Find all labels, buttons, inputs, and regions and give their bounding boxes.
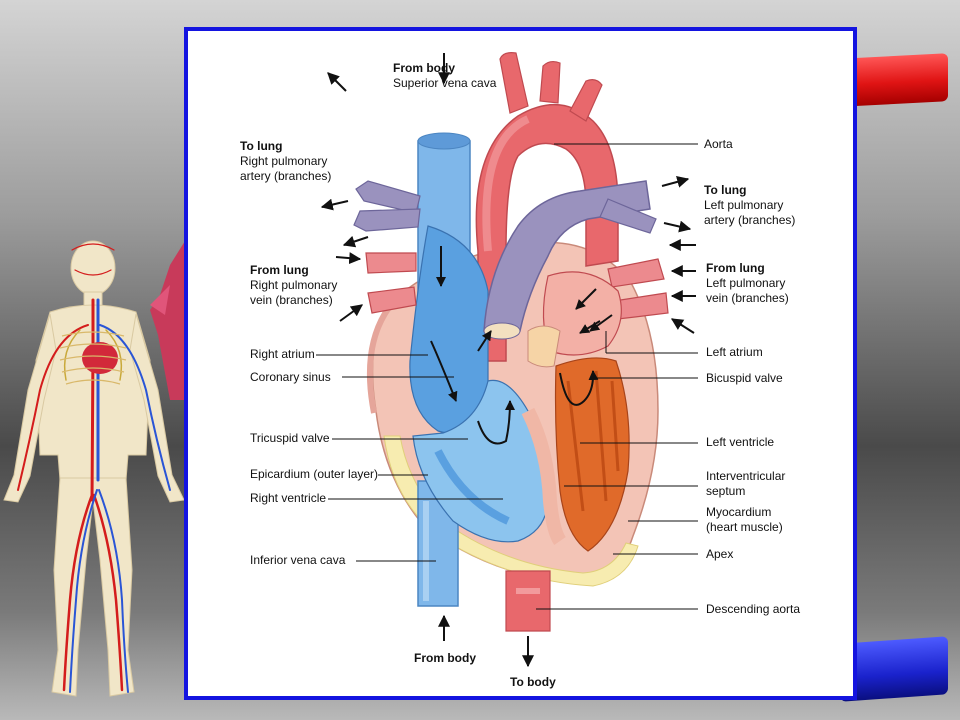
decorative-red-swoosh [150, 225, 195, 400]
label-left-pulmonary-artery: To lung Left pulmonary artery (branches) [704, 183, 796, 227]
label-right-ventricle: Right ventricle [250, 491, 327, 505]
label-right-pulmonary-artery: To lung Right pulmonary artery (branches… [240, 139, 332, 183]
label-inferior-vena-cava: Inferior vena cava [250, 553, 346, 567]
right-pulmonary-artery [355, 180, 421, 214]
label-epicardium: Epicardium (outer layer) [250, 467, 379, 481]
label-bicuspid-valve: Bicuspid valve [706, 371, 783, 385]
label-left-ventricle: Left ventricle [706, 435, 775, 449]
label-from-body-bottom: From body [414, 651, 476, 665]
label-right-atrium: Right atrium [250, 347, 315, 361]
circulatory-system-figure [3, 240, 185, 697]
label-tricuspid-valve: Tricuspid valve [250, 431, 330, 445]
right-pulmonary-vein [365, 252, 417, 274]
label-apex: Apex [706, 547, 734, 561]
left-pulmonary-vein [607, 258, 665, 288]
label-coronary-sinus: Coronary sinus [250, 370, 331, 384]
label-aorta: Aorta [704, 137, 733, 151]
label-myocardium: Myocardium (heart muscle) [706, 505, 783, 534]
label-descending-aorta: Descending aorta [706, 602, 801, 616]
figure-heart-icon [82, 342, 118, 374]
label-interventricular-septum: Interventricular septum [706, 469, 786, 498]
label-to-body-bottom: To body [510, 675, 556, 689]
interventricular-septum-shape [521, 407, 566, 546]
label-right-pulmonary-vein: From lung Right pulmonary vein (branches… [250, 263, 338, 307]
heart-diagram: From body Superior vena cava To lung Rig… [184, 27, 857, 700]
label-left-atrium: Left atrium [706, 345, 763, 359]
heart-anatomy-illustration [316, 52, 698, 668]
label-superior-vena-cava: From body Superior vena cava [393, 61, 497, 90]
descending-aorta [505, 570, 551, 632]
left-ventricle [554, 357, 630, 552]
pulmonary-trunk [483, 180, 651, 332]
label-left-pulmonary-vein: From lung Left pulmonary vein (branches) [706, 261, 789, 305]
